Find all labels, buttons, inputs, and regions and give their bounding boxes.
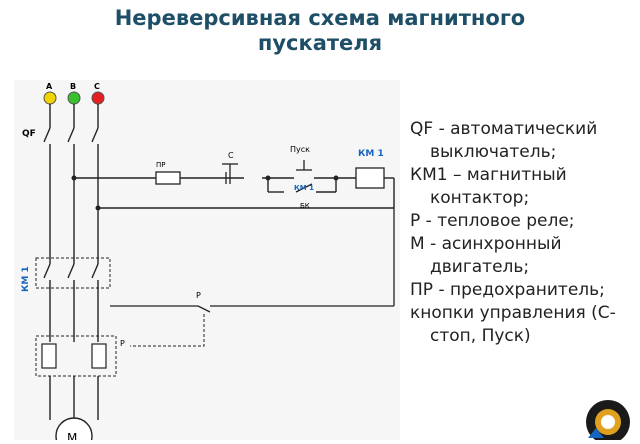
thermal-contact-symbol bbox=[110, 208, 395, 313]
legend-item-p: Р - тепловое реле; bbox=[410, 211, 575, 231]
phase-c-indicator bbox=[91, 91, 105, 105]
km1-aux-label: КМ 1 bbox=[294, 184, 314, 192]
junction-dot bbox=[333, 175, 339, 181]
qf-label: QF bbox=[22, 129, 36, 139]
start-button-label: Пуск bbox=[290, 145, 310, 154]
phase-b-indicator bbox=[67, 91, 81, 105]
phase-b-label: B bbox=[70, 82, 76, 91]
phase-a-indicator bbox=[43, 91, 57, 105]
bk-label: БК bbox=[300, 202, 310, 210]
legend-list: QF - автоматический выключатель; КМ1 – м… bbox=[410, 118, 640, 348]
fuse-label: ПР bbox=[156, 161, 166, 169]
motor-label: М bbox=[67, 431, 77, 440]
legend-item-m: М - асинхронный двигатель; bbox=[410, 234, 562, 277]
phase-c-label: C bbox=[94, 82, 100, 91]
junction-dot bbox=[95, 205, 101, 211]
logo-icon bbox=[572, 392, 632, 444]
km1-coil-label: КМ 1 bbox=[358, 149, 384, 159]
thermal-element-c bbox=[91, 343, 107, 369]
title-line-1: Нереверсивная схема магнитного bbox=[114, 6, 526, 30]
legend-item-km1: КМ1 – магнитный контактор; bbox=[410, 165, 567, 208]
legend-item-pr: ПР - предохранитель; bbox=[410, 280, 605, 300]
page-title: Нереверсивная схема магнитного пускателя bbox=[0, 6, 640, 56]
circuit-schematic: A B C QF bbox=[21, 82, 395, 444]
km1-aux-contact-symbol bbox=[295, 183, 313, 193]
fuse-symbol bbox=[155, 171, 181, 185]
phase-a-label: A bbox=[46, 82, 53, 91]
start-button-symbol bbox=[296, 160, 312, 171]
main-wiring bbox=[43, 104, 395, 422]
wiring-diagram: A B C QF bbox=[14, 80, 400, 444]
legend-item-qf: QF - автоматический выключатель; bbox=[410, 119, 598, 162]
km1-main-box bbox=[35, 257, 111, 289]
thermal-link-dashed bbox=[130, 314, 205, 347]
km1-main-label: КМ 1 bbox=[21, 266, 31, 292]
motor-symbol bbox=[55, 417, 93, 444]
thermal-relay-box bbox=[35, 335, 117, 377]
title-line-2: пускателя bbox=[257, 31, 383, 55]
legend-item-buttons: кнопки управления (С-стоп, Пуск) bbox=[410, 303, 616, 346]
stop-button-label: С bbox=[228, 151, 234, 160]
thermal-contact-label: Р bbox=[196, 291, 201, 300]
thermal-element-a bbox=[41, 343, 57, 369]
thermal-relay-label: Р bbox=[120, 339, 125, 348]
stop-button-symbol bbox=[222, 163, 238, 184]
km1-coil-symbol bbox=[355, 167, 385, 189]
junction-dot bbox=[71, 175, 77, 181]
junction-dot bbox=[265, 175, 271, 181]
